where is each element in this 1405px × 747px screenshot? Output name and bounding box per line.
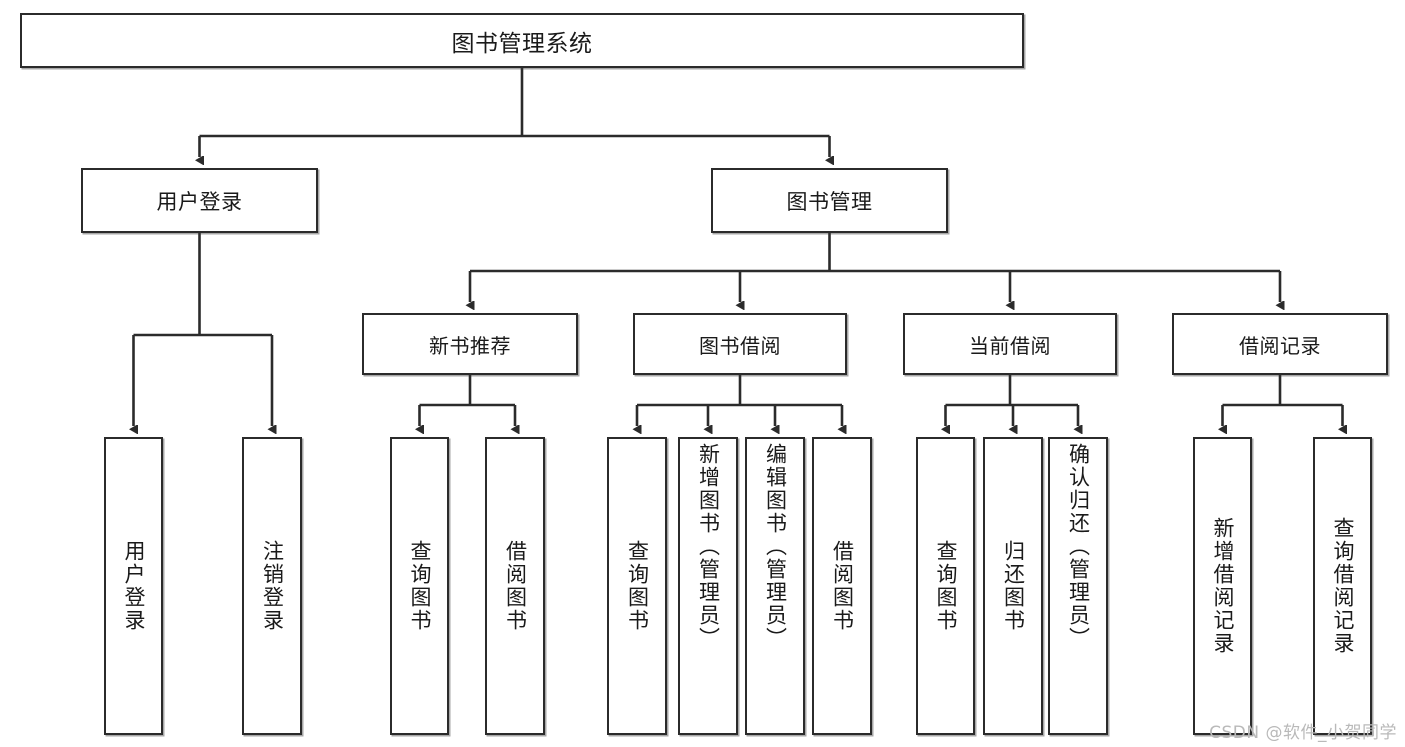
node-leaf-query-borrow-record-label: 查询借阅记录: [1330, 517, 1355, 655]
node-leaf-add-borrow-record[interactable]: 新增借阅记录: [1193, 437, 1252, 735]
node-leaf-borrow-book-2-label: 借阅图书: [830, 540, 855, 632]
node-leaf-query-borrow-record[interactable]: 查询借阅记录: [1313, 437, 1372, 735]
node-leaf-user-login[interactable]: 用户登录: [104, 437, 163, 735]
node-leaf-return-book-label: 归还图书: [1001, 540, 1026, 632]
node-new-book-recommend[interactable]: 新书推荐: [362, 313, 578, 375]
node-leaf-borrow-book-1[interactable]: 借阅图书: [485, 437, 545, 735]
node-user-login[interactable]: 用户登录: [81, 168, 318, 233]
node-leaf-borrow-book-2[interactable]: 借阅图书: [812, 437, 872, 735]
node-leaf-query-book-3-label: 查询图书: [933, 540, 958, 632]
node-leaf-logout[interactable]: 注销登录: [242, 437, 302, 735]
node-leaf-confirm-return-admin[interactable]: 确认归还（管理员）: [1048, 437, 1108, 735]
node-book-borrow-label: 图书借阅: [699, 333, 781, 358]
node-leaf-query-book-1-label: 查询图书: [407, 540, 432, 632]
node-leaf-edit-book-admin[interactable]: 编辑图书（管理员）: [745, 437, 805, 735]
node-leaf-query-book-1[interactable]: 查询图书: [390, 437, 449, 735]
node-current-borrow[interactable]: 当前借阅: [903, 313, 1117, 375]
node-book-manage-label: 图书管理: [786, 189, 873, 214]
node-leaf-add-book-admin-label: 新增图书（管理员）: [696, 443, 721, 650]
node-root-system-label: 图书管理系统: [451, 30, 593, 57]
node-borrow-record-label: 借阅记录: [1239, 333, 1321, 358]
node-current-borrow-label: 当前借阅: [969, 333, 1051, 358]
node-leaf-user-login-label: 用户登录: [121, 540, 146, 632]
node-new-book-recommend-label: 新书推荐: [429, 333, 511, 358]
node-user-login-label: 用户登录: [156, 189, 243, 214]
node-root-system[interactable]: 图书管理系统: [20, 13, 1024, 68]
node-book-manage[interactable]: 图书管理: [711, 168, 948, 233]
node-leaf-add-borrow-record-label: 新增借阅记录: [1210, 517, 1235, 655]
node-leaf-borrow-book-1-label: 借阅图书: [503, 540, 528, 632]
node-leaf-query-book-3[interactable]: 查询图书: [916, 437, 975, 735]
node-borrow-record[interactable]: 借阅记录: [1172, 313, 1388, 375]
node-book-borrow[interactable]: 图书借阅: [633, 313, 847, 375]
node-leaf-logout-label: 注销登录: [260, 540, 285, 632]
node-leaf-add-book-admin[interactable]: 新增图书（管理员）: [678, 437, 738, 735]
node-leaf-edit-book-admin-label: 编辑图书（管理员）: [763, 443, 788, 650]
node-leaf-query-book-2[interactable]: 查询图书: [607, 437, 667, 735]
node-leaf-confirm-return-admin-label: 确认归还（管理员）: [1066, 443, 1091, 650]
node-leaf-return-book[interactable]: 归还图书: [983, 437, 1043, 735]
node-leaf-query-book-2-label: 查询图书: [625, 540, 650, 632]
